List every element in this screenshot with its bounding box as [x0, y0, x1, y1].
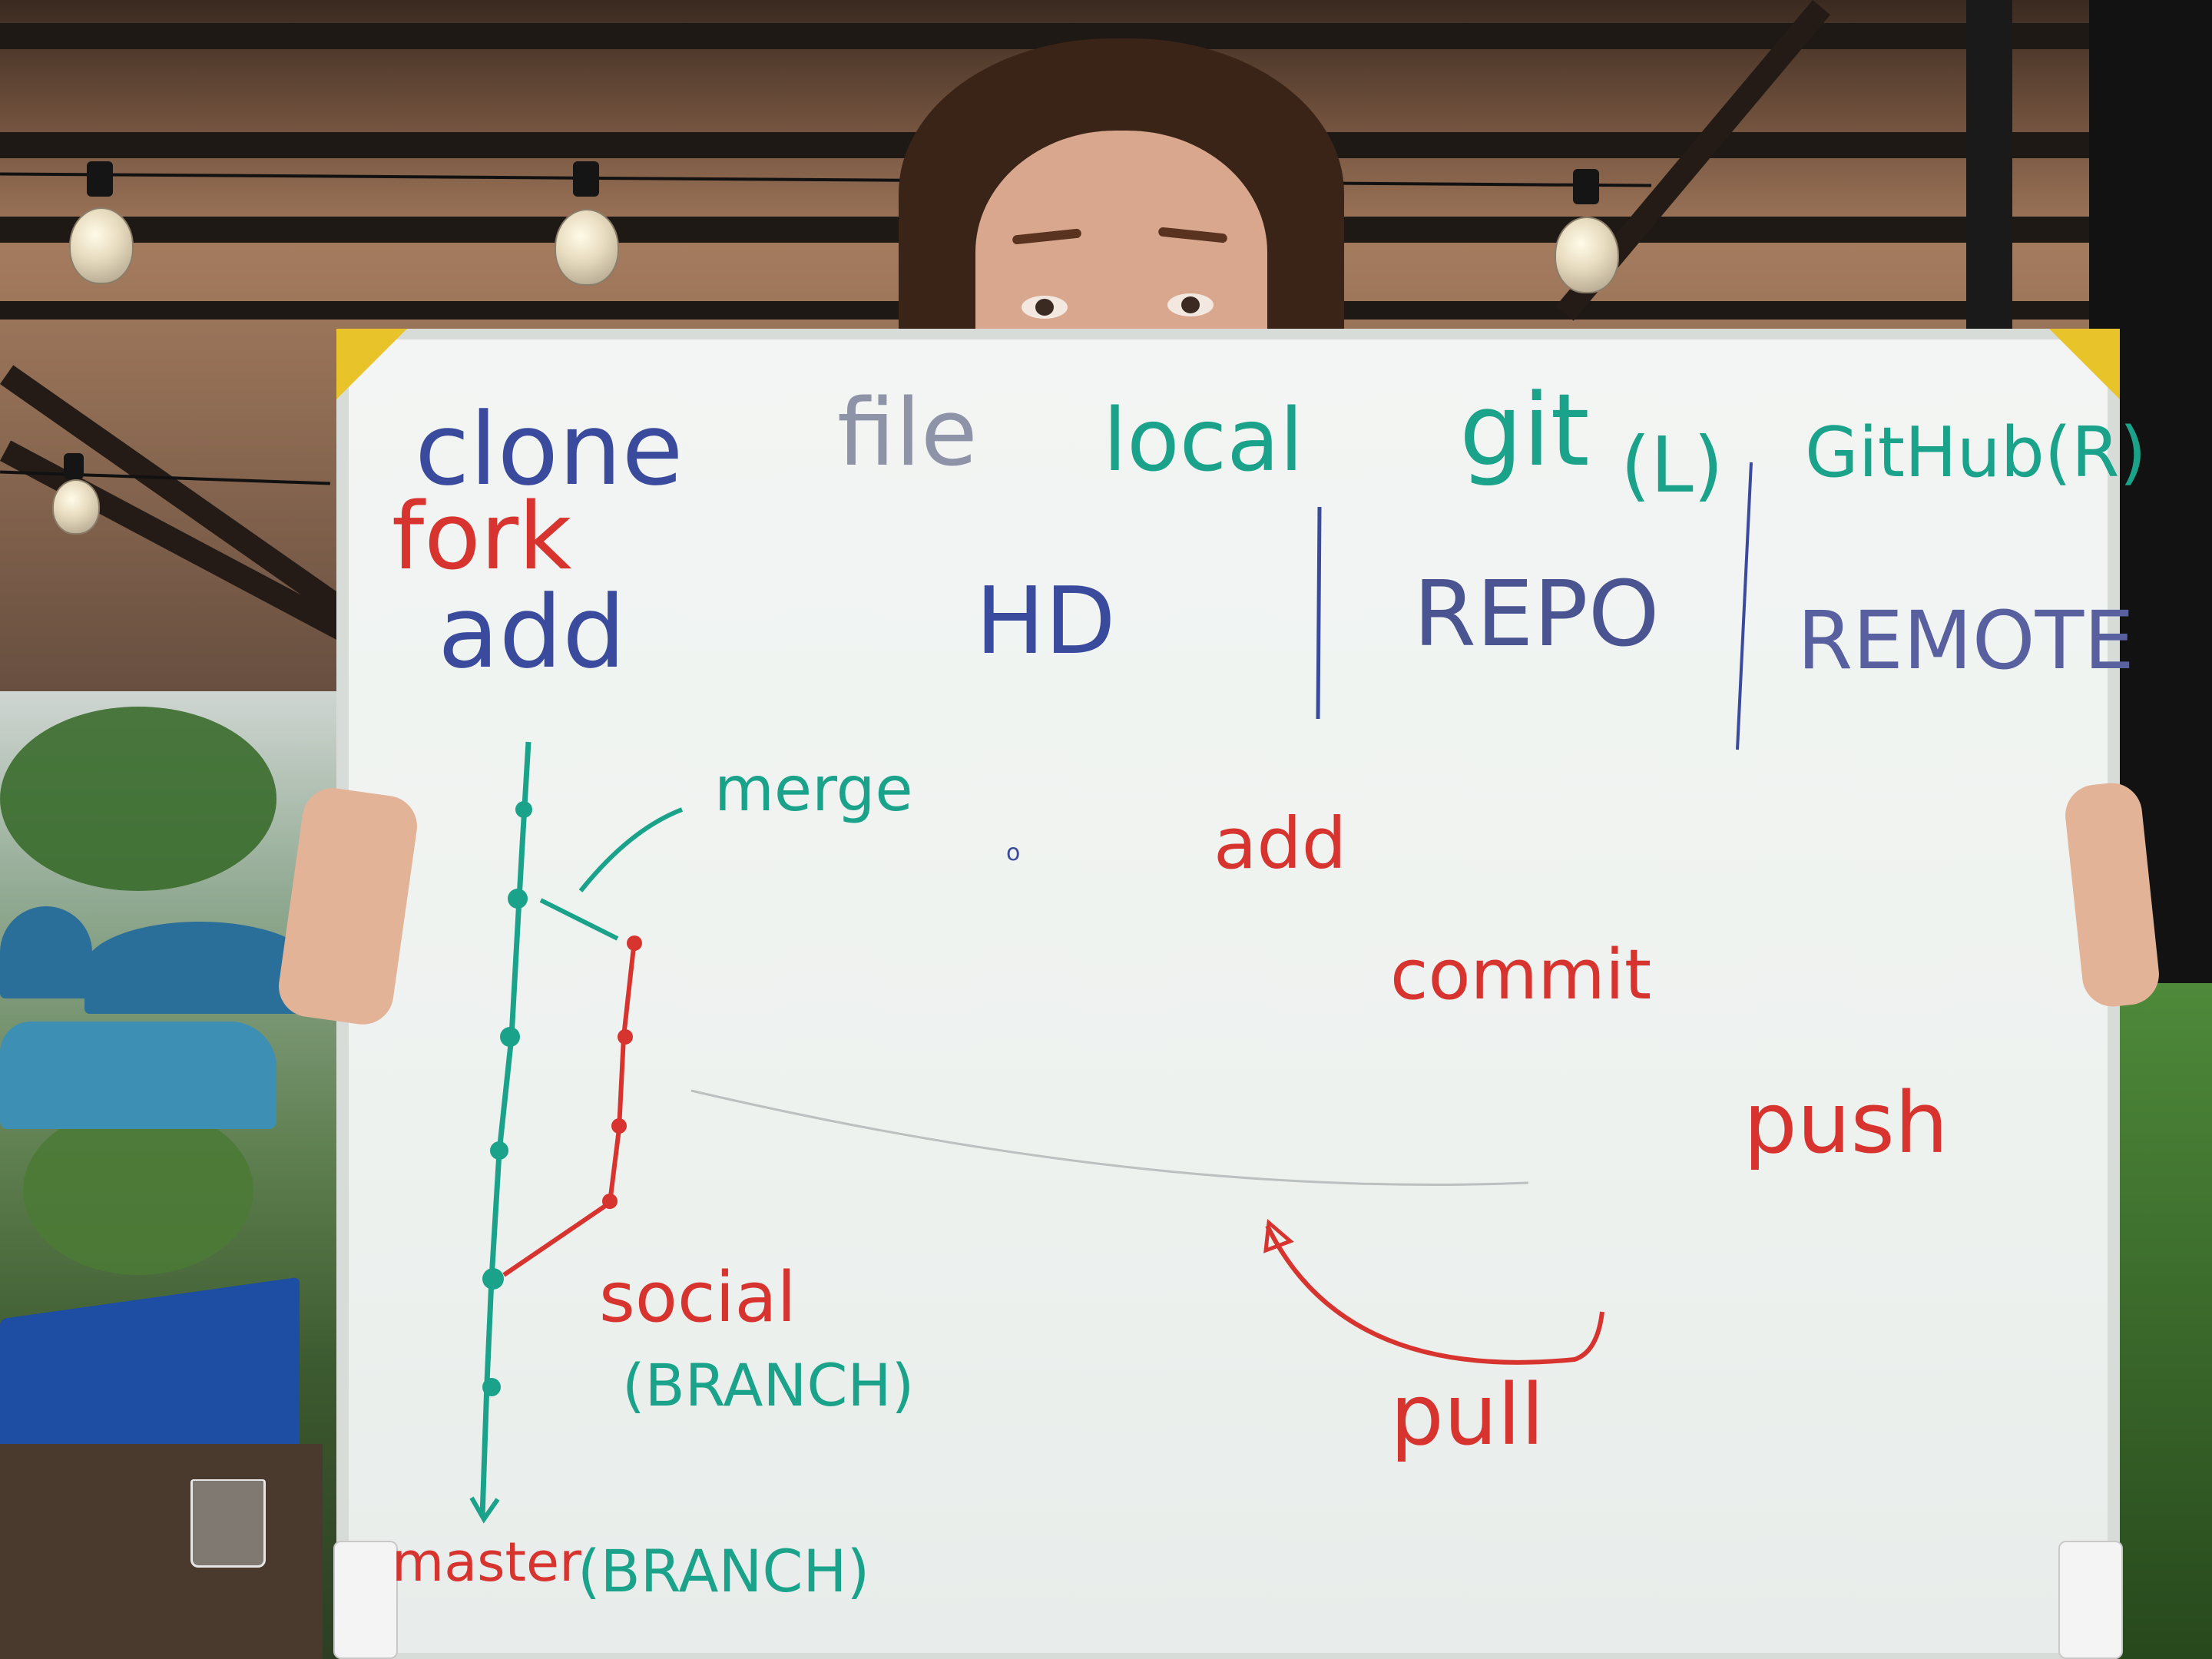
master-branch-line: [479, 741, 531, 1518]
label-master-branch: (BRANCH): [578, 1537, 869, 1605]
label-add-workflow: add: [1214, 803, 1346, 885]
commit-node: [515, 801, 532, 818]
bulb-socket: [1573, 169, 1599, 204]
label-file: file: [837, 380, 978, 487]
label-github: GitHub(R): [1805, 412, 2147, 493]
wooden-table: [0, 1444, 323, 1659]
label-git-local-marker: (L): [1621, 420, 1724, 510]
commit-node: [500, 1027, 520, 1047]
bulb-socket: [64, 453, 84, 479]
parked-car: [0, 1022, 276, 1129]
drinking-glass: [190, 1479, 266, 1568]
label-social: social: [599, 1257, 796, 1338]
label-hd: HD: [975, 568, 1116, 675]
eye: [1022, 296, 1068, 319]
light-bulb: [555, 209, 619, 286]
pull-arrow-curve: [1265, 1224, 1604, 1365]
light-bulb: [52, 479, 100, 535]
label-local: local: [1103, 391, 1303, 491]
label-push: push: [1743, 1074, 1949, 1172]
label-clone: clone: [415, 391, 684, 508]
bulb-socket: [87, 161, 113, 197]
bulb-socket: [573, 161, 599, 197]
column-divider: [1316, 506, 1322, 720]
merge-connector: [539, 898, 619, 941]
light-bulb: [1555, 217, 1619, 293]
label-merge: merge: [714, 753, 913, 825]
commit-node: [602, 1194, 618, 1209]
blue-umbrella: [84, 922, 315, 1014]
label-social-branch: (BRANCH): [622, 1351, 914, 1419]
arrow-head: [469, 1496, 500, 1524]
commit-node: [611, 1118, 627, 1134]
commit-node: [627, 935, 642, 951]
roof-post: [1966, 0, 2012, 338]
board-stand-holder: [333, 1541, 398, 1659]
merge-pointer-line: [578, 807, 684, 892]
commit-node: [508, 889, 528, 909]
blue-umbrella: [0, 906, 92, 998]
column-divider: [1736, 462, 1753, 750]
label-pull: pull: [1390, 1366, 1545, 1464]
palm-foliage: [23, 1106, 253, 1275]
label-git: git: [1459, 372, 1590, 488]
commit-node: [490, 1141, 508, 1160]
pull-arrow-head: [1263, 1219, 1294, 1253]
label-remote: REMOTE: [1797, 594, 2134, 687]
faint-erased-mark: [690, 1089, 1529, 1186]
whiteboard-surface: [349, 339, 2108, 1653]
commit-node: [618, 1029, 633, 1045]
label-fork: fork: [392, 484, 572, 591]
whiteboard: [333, 329, 2123, 1659]
small-mark: o: [1006, 839, 1020, 866]
social-branch-line: [502, 939, 637, 1277]
label-repo: REPO: [1413, 561, 1660, 667]
eye: [1167, 293, 1214, 316]
label-add-left: add: [438, 574, 626, 690]
palm-foliage: [0, 707, 276, 891]
label-commit: commit: [1390, 935, 1651, 1015]
commit-node: [482, 1378, 501, 1396]
label-master: master: [392, 1531, 581, 1594]
light-bulb: [69, 207, 134, 284]
board-stand-holder: [2058, 1541, 2123, 1659]
commit-node: [482, 1268, 504, 1290]
